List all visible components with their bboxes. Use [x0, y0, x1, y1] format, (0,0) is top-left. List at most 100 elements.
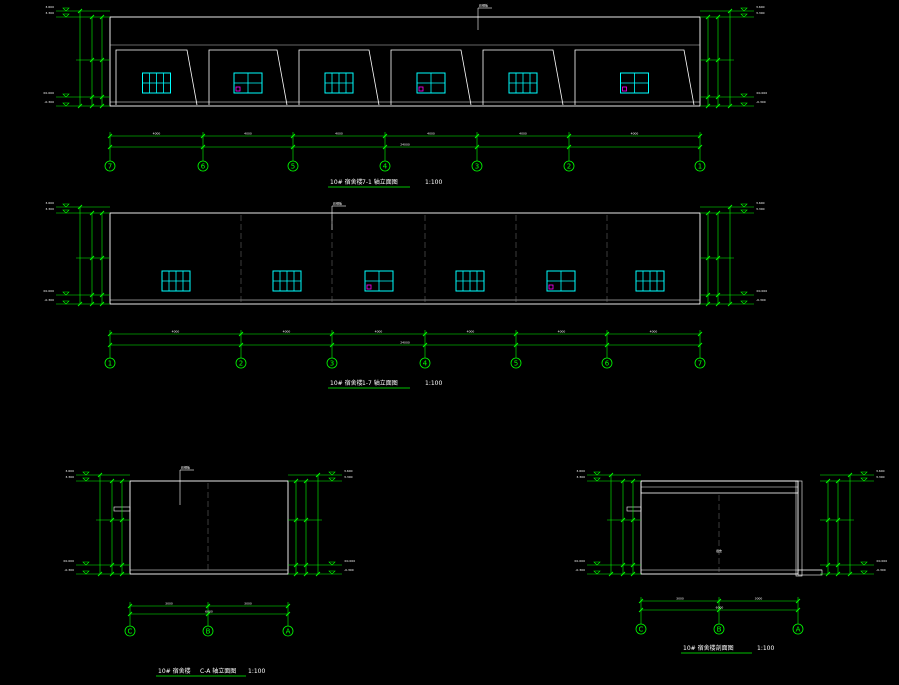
axis-label: 3	[475, 163, 479, 171]
dim-tick	[620, 478, 626, 484]
elevation-symbol: 3.300	[45, 207, 76, 214]
callout-text: 彩钢板	[479, 3, 488, 8]
elevation-value: 3.300	[876, 475, 885, 479]
elevation-value: -0.300	[756, 298, 766, 302]
dim-tick	[835, 571, 841, 577]
axis-label: 1	[698, 163, 702, 171]
axis-bubble	[326, 357, 338, 369]
side-caption-scale: 1:100	[248, 668, 265, 675]
dim-tick	[825, 478, 831, 484]
elevation-triangle	[82, 561, 90, 566]
dim-tick	[303, 478, 309, 484]
callout-text: 彩钢板	[333, 201, 342, 206]
dim-tick	[620, 562, 626, 568]
canopy	[626, 506, 642, 512]
axis-bubble	[563, 160, 575, 172]
elevation-triangle	[593, 561, 601, 566]
axis-bubble	[104, 357, 116, 369]
dim-tick	[285, 603, 291, 609]
elevation-value: ±0.000	[43, 289, 54, 293]
dim-tick	[89, 94, 95, 100]
elevation-triangle	[328, 471, 336, 476]
dim-tick	[382, 133, 388, 139]
dim-tick	[109, 571, 115, 577]
span-dimension: 4000	[558, 330, 566, 334]
elevation-symbol: 3.600	[45, 5, 76, 12]
axis-bubble	[202, 625, 214, 637]
elevation-value: 3.600	[756, 5, 765, 9]
bay-panel	[208, 49, 288, 106]
elevation-symbol: 3.600	[734, 201, 765, 208]
dim-tick	[119, 478, 125, 484]
dim-tick	[119, 571, 125, 577]
bay-panel	[115, 49, 198, 106]
elevation-triangle	[740, 203, 748, 208]
elevation-triangle	[593, 570, 601, 575]
elevation-triangle	[82, 477, 90, 482]
dim-tick	[825, 571, 831, 577]
axis-bubble	[510, 357, 522, 369]
dim-tick	[835, 478, 841, 484]
elevation-value: -0.300	[575, 568, 585, 572]
axis-label: 4	[383, 163, 388, 171]
axis-bubble	[694, 160, 706, 172]
span-dimension: 4000	[283, 330, 291, 334]
bay-panel	[390, 49, 472, 106]
front-caption-subtitle: 7-1 轴立面图	[362, 178, 398, 186]
dim-tick	[513, 342, 519, 348]
elevation-triangle	[740, 13, 748, 18]
dim-tick	[727, 103, 733, 109]
dim-tick	[705, 210, 711, 216]
elevation-triangle	[860, 570, 868, 575]
elevation-value: 3.300	[756, 11, 765, 15]
elevation-triangle	[62, 209, 70, 214]
window	[635, 270, 665, 292]
elevation-triangle	[740, 291, 748, 296]
axis-label: C	[128, 628, 133, 636]
elevation-triangle	[62, 102, 70, 107]
dim-tick	[474, 144, 480, 150]
dim-tick	[109, 517, 115, 523]
elevation-symbol: 3.600	[854, 469, 885, 476]
dim-tick	[715, 301, 721, 307]
elevation-symbol: 3.600	[45, 201, 76, 208]
dim-tick	[89, 210, 95, 216]
dim-tick	[238, 331, 244, 337]
span-dimension: 4000	[467, 330, 475, 334]
axis-bubble	[282, 625, 294, 637]
step	[797, 569, 823, 576]
dim-tick	[293, 517, 299, 523]
dim-tick	[422, 331, 428, 337]
total-dimension: 6000	[716, 606, 724, 610]
elevation-value: 3.600	[45, 5, 54, 9]
elevation-triangle	[740, 209, 748, 214]
elevation-value: -0.300	[876, 568, 886, 572]
elevation-triangle	[740, 102, 748, 107]
span-dimension: 3000	[244, 602, 252, 606]
front-caption-scale: 1:100	[425, 179, 442, 186]
elevation-value: -0.300	[64, 568, 74, 572]
bay-panel	[574, 49, 695, 106]
dim-tick	[608, 472, 614, 478]
dim-tick	[835, 562, 841, 568]
elevation-triangle	[82, 471, 90, 476]
axis-bubble	[379, 160, 391, 172]
window-marker-icon	[418, 86, 424, 92]
dim-tick	[825, 517, 831, 523]
axis-label: A	[796, 626, 801, 634]
elevation-symbol: 3.300	[734, 11, 765, 18]
elevation-symbol: 3.600	[322, 469, 353, 476]
window	[272, 270, 302, 292]
axis-label: 6	[605, 360, 610, 368]
building-outline	[109, 16, 701, 107]
dim-tick	[715, 14, 721, 20]
elevation-triangle	[740, 7, 748, 12]
window-marker-icon	[366, 284, 372, 290]
dim-tick	[99, 292, 105, 298]
dim-tick	[705, 57, 711, 63]
